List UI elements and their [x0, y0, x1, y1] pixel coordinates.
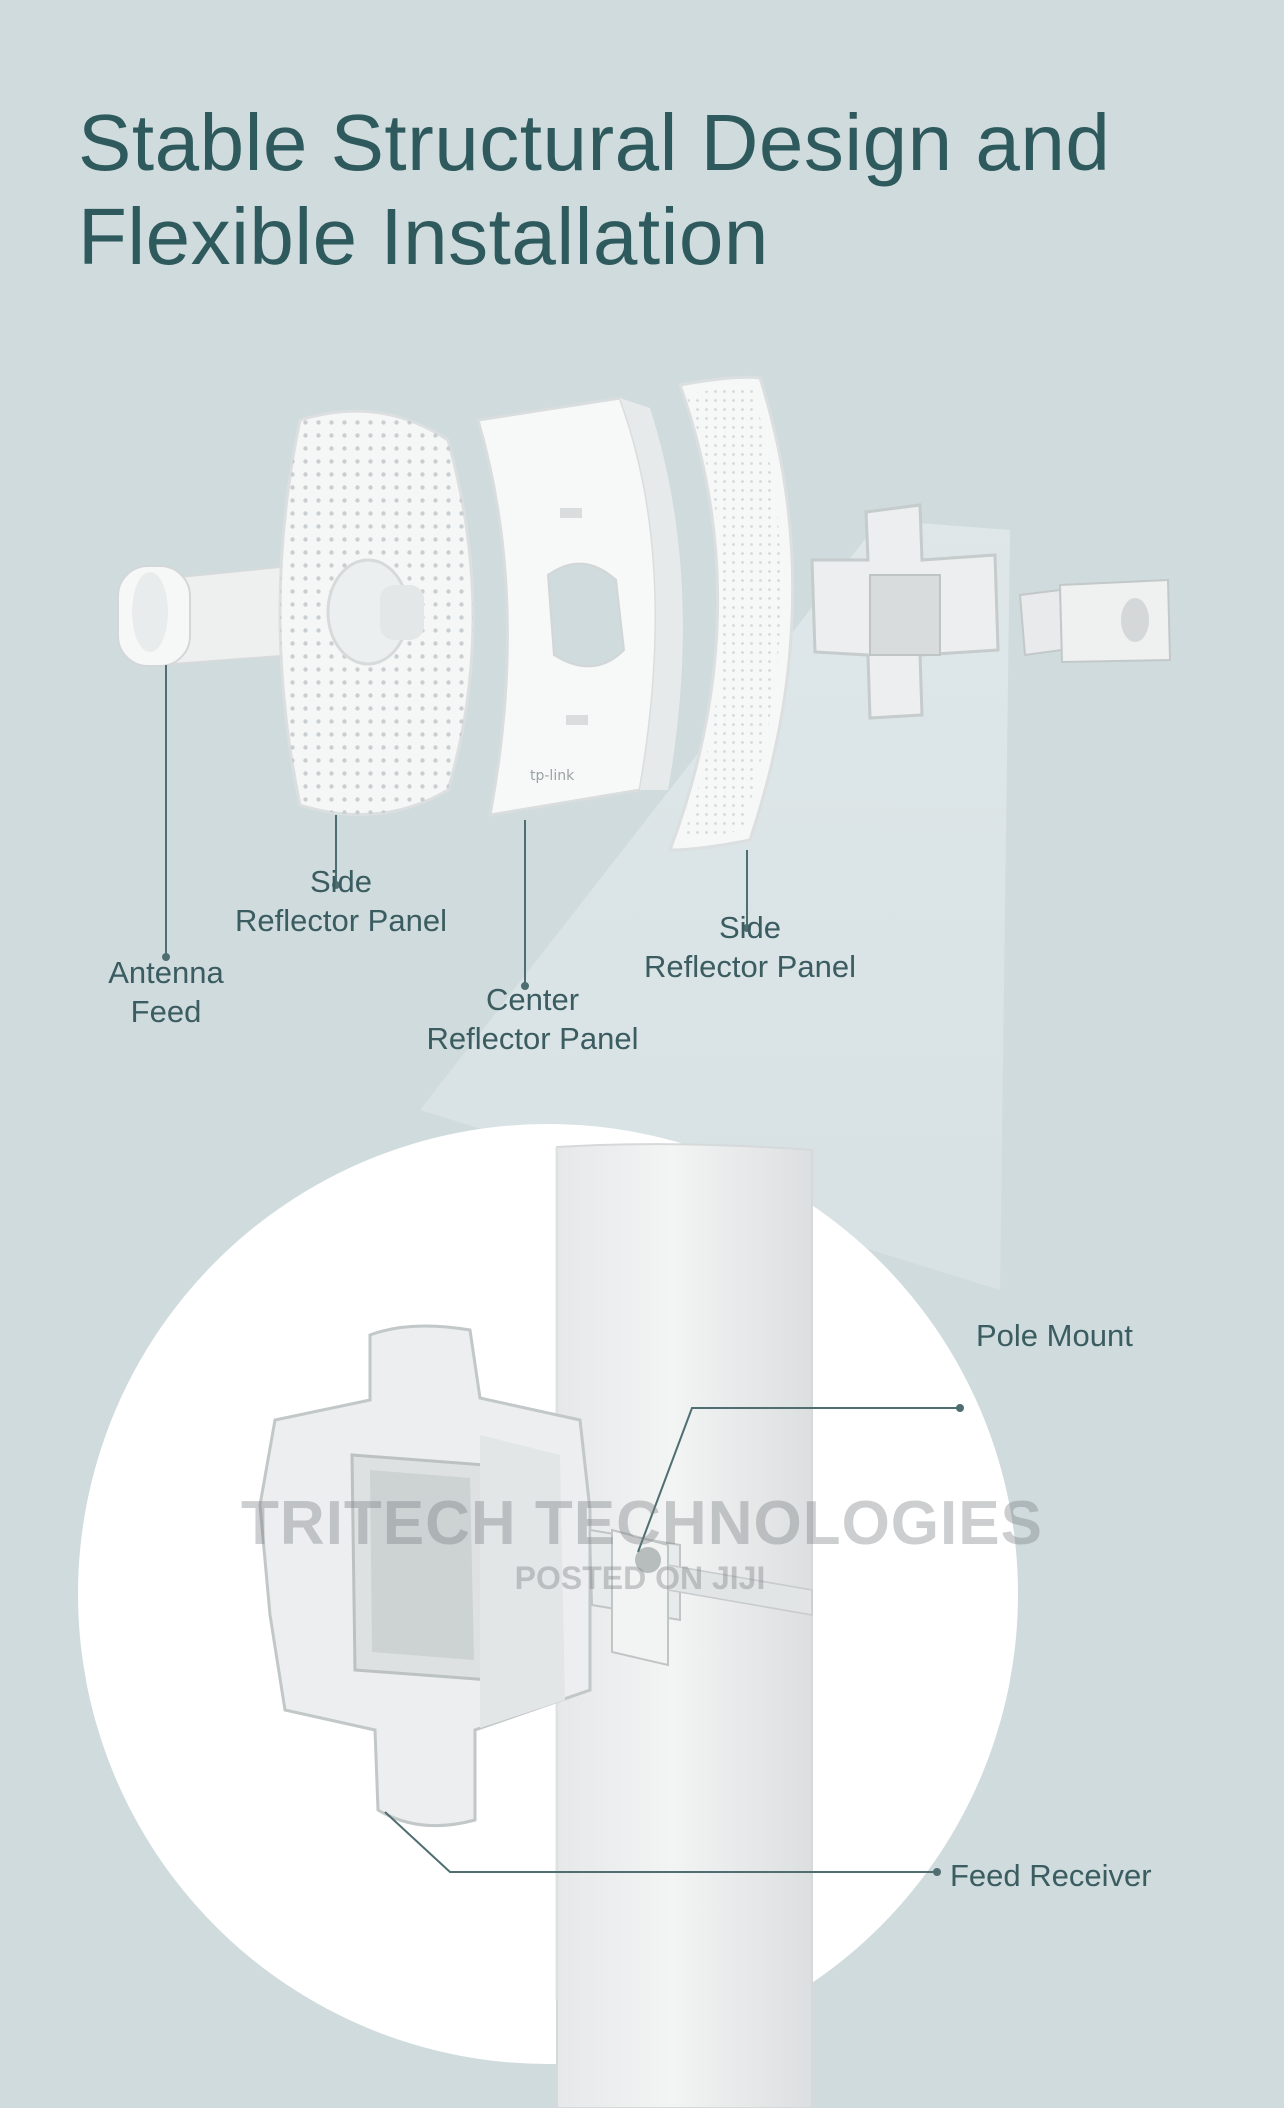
label-feed-receiver: Feed Receiver	[950, 1856, 1152, 1895]
pole	[557, 1144, 812, 2108]
label-side-reflector-left-line2: Reflector Panel	[226, 901, 456, 940]
watermark-line-2: POSTED ON JIJI	[480, 1560, 800, 1597]
label-center-reflector-line2: Reflector Panel	[415, 1019, 650, 1058]
label-center-reflector: Center Reflector Panel	[415, 980, 650, 1058]
label-side-reflector-right: Side Reflector Panel	[635, 908, 865, 986]
pole-clamp	[1020, 580, 1170, 662]
center-reflector-panel: tp-link	[478, 398, 683, 815]
tp-link-logo: tp-link	[530, 768, 575, 784]
label-center-reflector-line1: Center	[415, 980, 650, 1019]
label-side-reflector-left: Side Reflector Panel	[226, 862, 456, 940]
side-reflector-panel-left	[280, 411, 473, 815]
label-side-reflector-right-line2: Reflector Panel	[635, 947, 865, 986]
label-side-reflector-right-line1: Side	[635, 908, 865, 947]
label-antenna-feed-line1: Antenna	[86, 953, 246, 992]
label-pole-mount: Pole Mount	[976, 1316, 1133, 1355]
label-antenna-feed-line2: Feed	[86, 992, 246, 1031]
watermark-line-1: TRITECH TECHNOLOGIES	[0, 1488, 1284, 1559]
label-side-reflector-left-line1: Side	[226, 862, 456, 901]
label-antenna-feed: Antenna Feed	[86, 953, 246, 1031]
